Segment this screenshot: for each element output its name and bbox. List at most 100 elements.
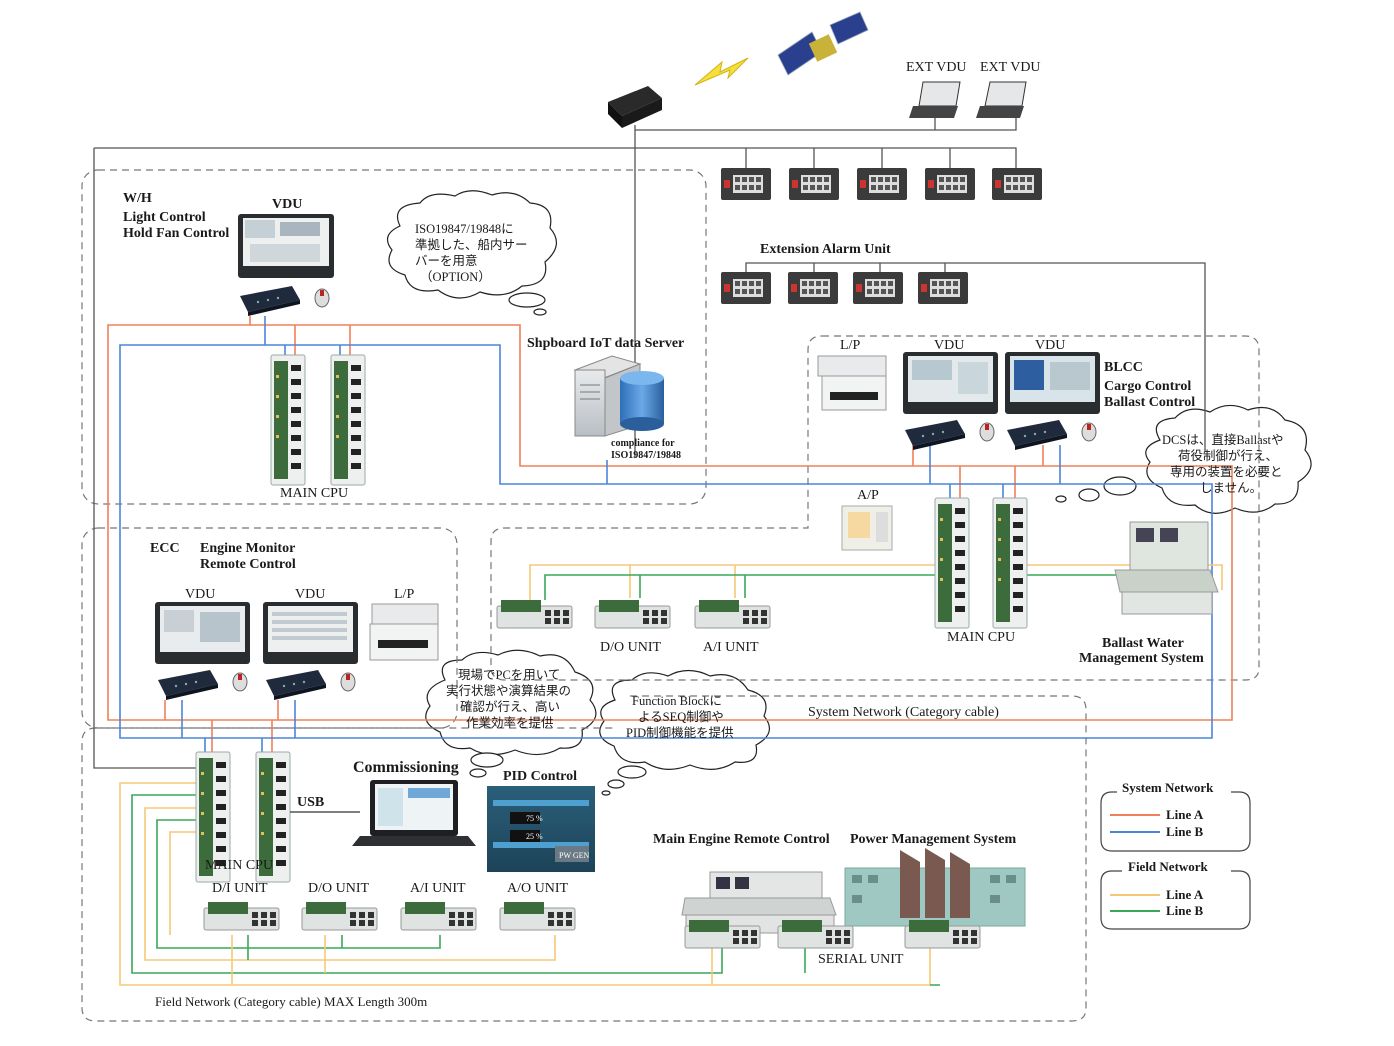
field-main-cpu-label: MAIN CPU <box>205 858 273 873</box>
field-group-border <box>81 695 1087 1022</box>
wh-cpu-rack-1 <box>270 354 306 486</box>
blcc-lp-label: L/P <box>840 338 860 353</box>
ecc-lp-label: L/P <box>394 587 414 602</box>
dcs-bubble-line4: しません。 <box>1200 481 1262 495</box>
pc-bubble-line1: 現場でPCを用いて <box>458 668 560 682</box>
legend-system-line-a: Line A <box>1166 807 1204 822</box>
di-unit <box>203 901 280 931</box>
ecc-line2: Remote Control <box>200 557 296 572</box>
wh-cpu-rack-2 <box>330 354 366 486</box>
blcc-line2: Ballast Control <box>1104 395 1195 410</box>
wh-main-cpu-label: MAIN CPU <box>280 486 348 501</box>
field-network-lines <box>119 564 1223 986</box>
legend-system-network: System Network Line A Line B <box>1100 780 1251 852</box>
legend-field-title: Field Network <box>1128 859 1209 874</box>
legend-field-line-b: Line B <box>1166 903 1204 918</box>
wh-line1: Light Control <box>123 210 206 225</box>
di-unit-label: D/I UNIT <box>212 881 268 896</box>
pms-switchboard-icon <box>844 848 1026 927</box>
ai-unit-label: A/I UNIT <box>410 881 466 896</box>
blcc-cpu-rack-2 <box>992 497 1028 629</box>
merc-label: Main Engine Remote Control <box>653 832 830 847</box>
pc-bubble-line4: 作業効率を提供 <box>466 715 554 730</box>
blcc-title: BLCC <box>1104 360 1143 375</box>
blcc-vdu2-label: VDU <box>1035 338 1065 353</box>
blcc-ai-unit <box>694 599 771 629</box>
blcc-printer-icon <box>817 355 887 411</box>
trunk-lines <box>93 118 1206 769</box>
usb-label: USB <box>297 795 324 810</box>
do-unit <box>301 901 378 931</box>
fb-bubble-line1: Function Blockに <box>632 694 722 708</box>
server-note1: compliance for <box>611 438 675 449</box>
ecc-vdu1-label: VDU <box>185 587 215 602</box>
wh-keyboard-unit <box>239 285 330 317</box>
serial-io-unit-2 <box>777 919 854 949</box>
alarm-unit <box>918 272 968 304</box>
ao-unit-label: A/O UNIT <box>507 881 568 896</box>
blcc-do-unit <box>594 599 671 629</box>
system-network-lines <box>107 316 1233 755</box>
field-network-footer: Field Network (Category cable) MAX Lengt… <box>155 994 427 1009</box>
lightning-icon <box>694 57 749 86</box>
dcs-bubble-line1: DCSは、直接Ballastや <box>1162 432 1284 447</box>
legend-system-title: System Network <box>1122 780 1214 795</box>
database-icon <box>620 371 664 431</box>
server-note2: ISO19847/19848 <box>611 450 681 461</box>
wh-bubble-line3: バーを用意 <box>415 253 478 268</box>
blcc-ai-unit-label: A/I UNIT <box>703 640 759 655</box>
pc-bubble-line3: 確認が行え、高い <box>460 699 560 714</box>
wh-line2: Hold Fan Control <box>123 226 229 241</box>
cloud-bubble-dcs <box>1055 404 1312 514</box>
blcc-keyboard-unit-1 <box>904 419 995 451</box>
extension-alarm-title: Extension Alarm Unit <box>760 242 891 257</box>
cloud-bubble-pc <box>425 649 597 778</box>
blcc-ap-label: A/P <box>857 488 879 503</box>
serial-unit-label: SERIAL UNIT <box>818 952 904 967</box>
dcs-bubble-line2: 荷役制御が行え、 <box>1178 448 1278 463</box>
blcc-vdu-monitor-1 <box>903 352 998 414</box>
ext-vdu-laptop-1 <box>909 81 961 118</box>
ecc-title: ECC <box>150 541 180 556</box>
blcc-ap-printer-icon <box>841 505 893 551</box>
blcc-vdu-monitor-2 <box>1005 352 1100 414</box>
ext-vdu-label-1: EXT VDU <box>906 60 967 75</box>
alarm-unit <box>788 272 838 304</box>
blcc-line1: Cargo Control <box>1104 379 1191 394</box>
blcc-group-border <box>490 335 1260 681</box>
bwms-label-2: Management System <box>1079 651 1204 666</box>
legend-field-line-a: Line A <box>1166 887 1204 902</box>
system-network-label: System Network (Category cable) <box>808 705 999 720</box>
wh-bubble-line2: 準拠した、船内サー <box>415 237 528 252</box>
server-title: Shpboard IoT data Server <box>527 336 684 351</box>
alarm-unit <box>853 272 903 304</box>
ecc-vdu-monitor-1 <box>155 602 250 664</box>
router-icon <box>608 86 662 128</box>
ecc-keyboard-unit-2 <box>265 669 356 701</box>
alarm-unit <box>721 272 771 304</box>
blcc-cpu-rack-1 <box>934 497 970 629</box>
alarm-unit <box>857 168 907 200</box>
blcc-main-cpu-label: MAIN CPU <box>947 630 1015 645</box>
commissioning-laptop-icon <box>352 780 476 846</box>
bwms-label-1: Ballast Water <box>1102 636 1184 651</box>
dcs-bubble-line3: 専用の装置を必要と <box>1170 465 1283 479</box>
pc-bubble-line2: 実行状態や演算結果の <box>446 683 571 698</box>
ext-vdu-label-2: EXT VDU <box>980 60 1041 75</box>
alarm-unit <box>789 168 839 200</box>
alarm-unit <box>721 168 771 200</box>
ecc-vdu-monitor-2 <box>263 602 358 664</box>
blcc-do-unit-label: D/O UNIT <box>600 640 661 655</box>
ext-vdu-laptop-2 <box>976 81 1027 118</box>
wh-vdu-monitor <box>238 214 334 278</box>
wh-group-border <box>81 169 707 505</box>
cloud-bubble-iso <box>386 190 557 316</box>
ballast-water-console-icon <box>1114 521 1219 615</box>
alarm-unit <box>992 168 1042 200</box>
blcc-vdu1-label: VDU <box>934 338 964 353</box>
fb-bubble-line2: よるSEQ制御や <box>638 709 724 724</box>
commissioning-label: Commissioning <box>353 759 459 776</box>
do-unit-label: D/O UNIT <box>308 881 369 896</box>
blcc-io-unit-1 <box>496 599 573 629</box>
